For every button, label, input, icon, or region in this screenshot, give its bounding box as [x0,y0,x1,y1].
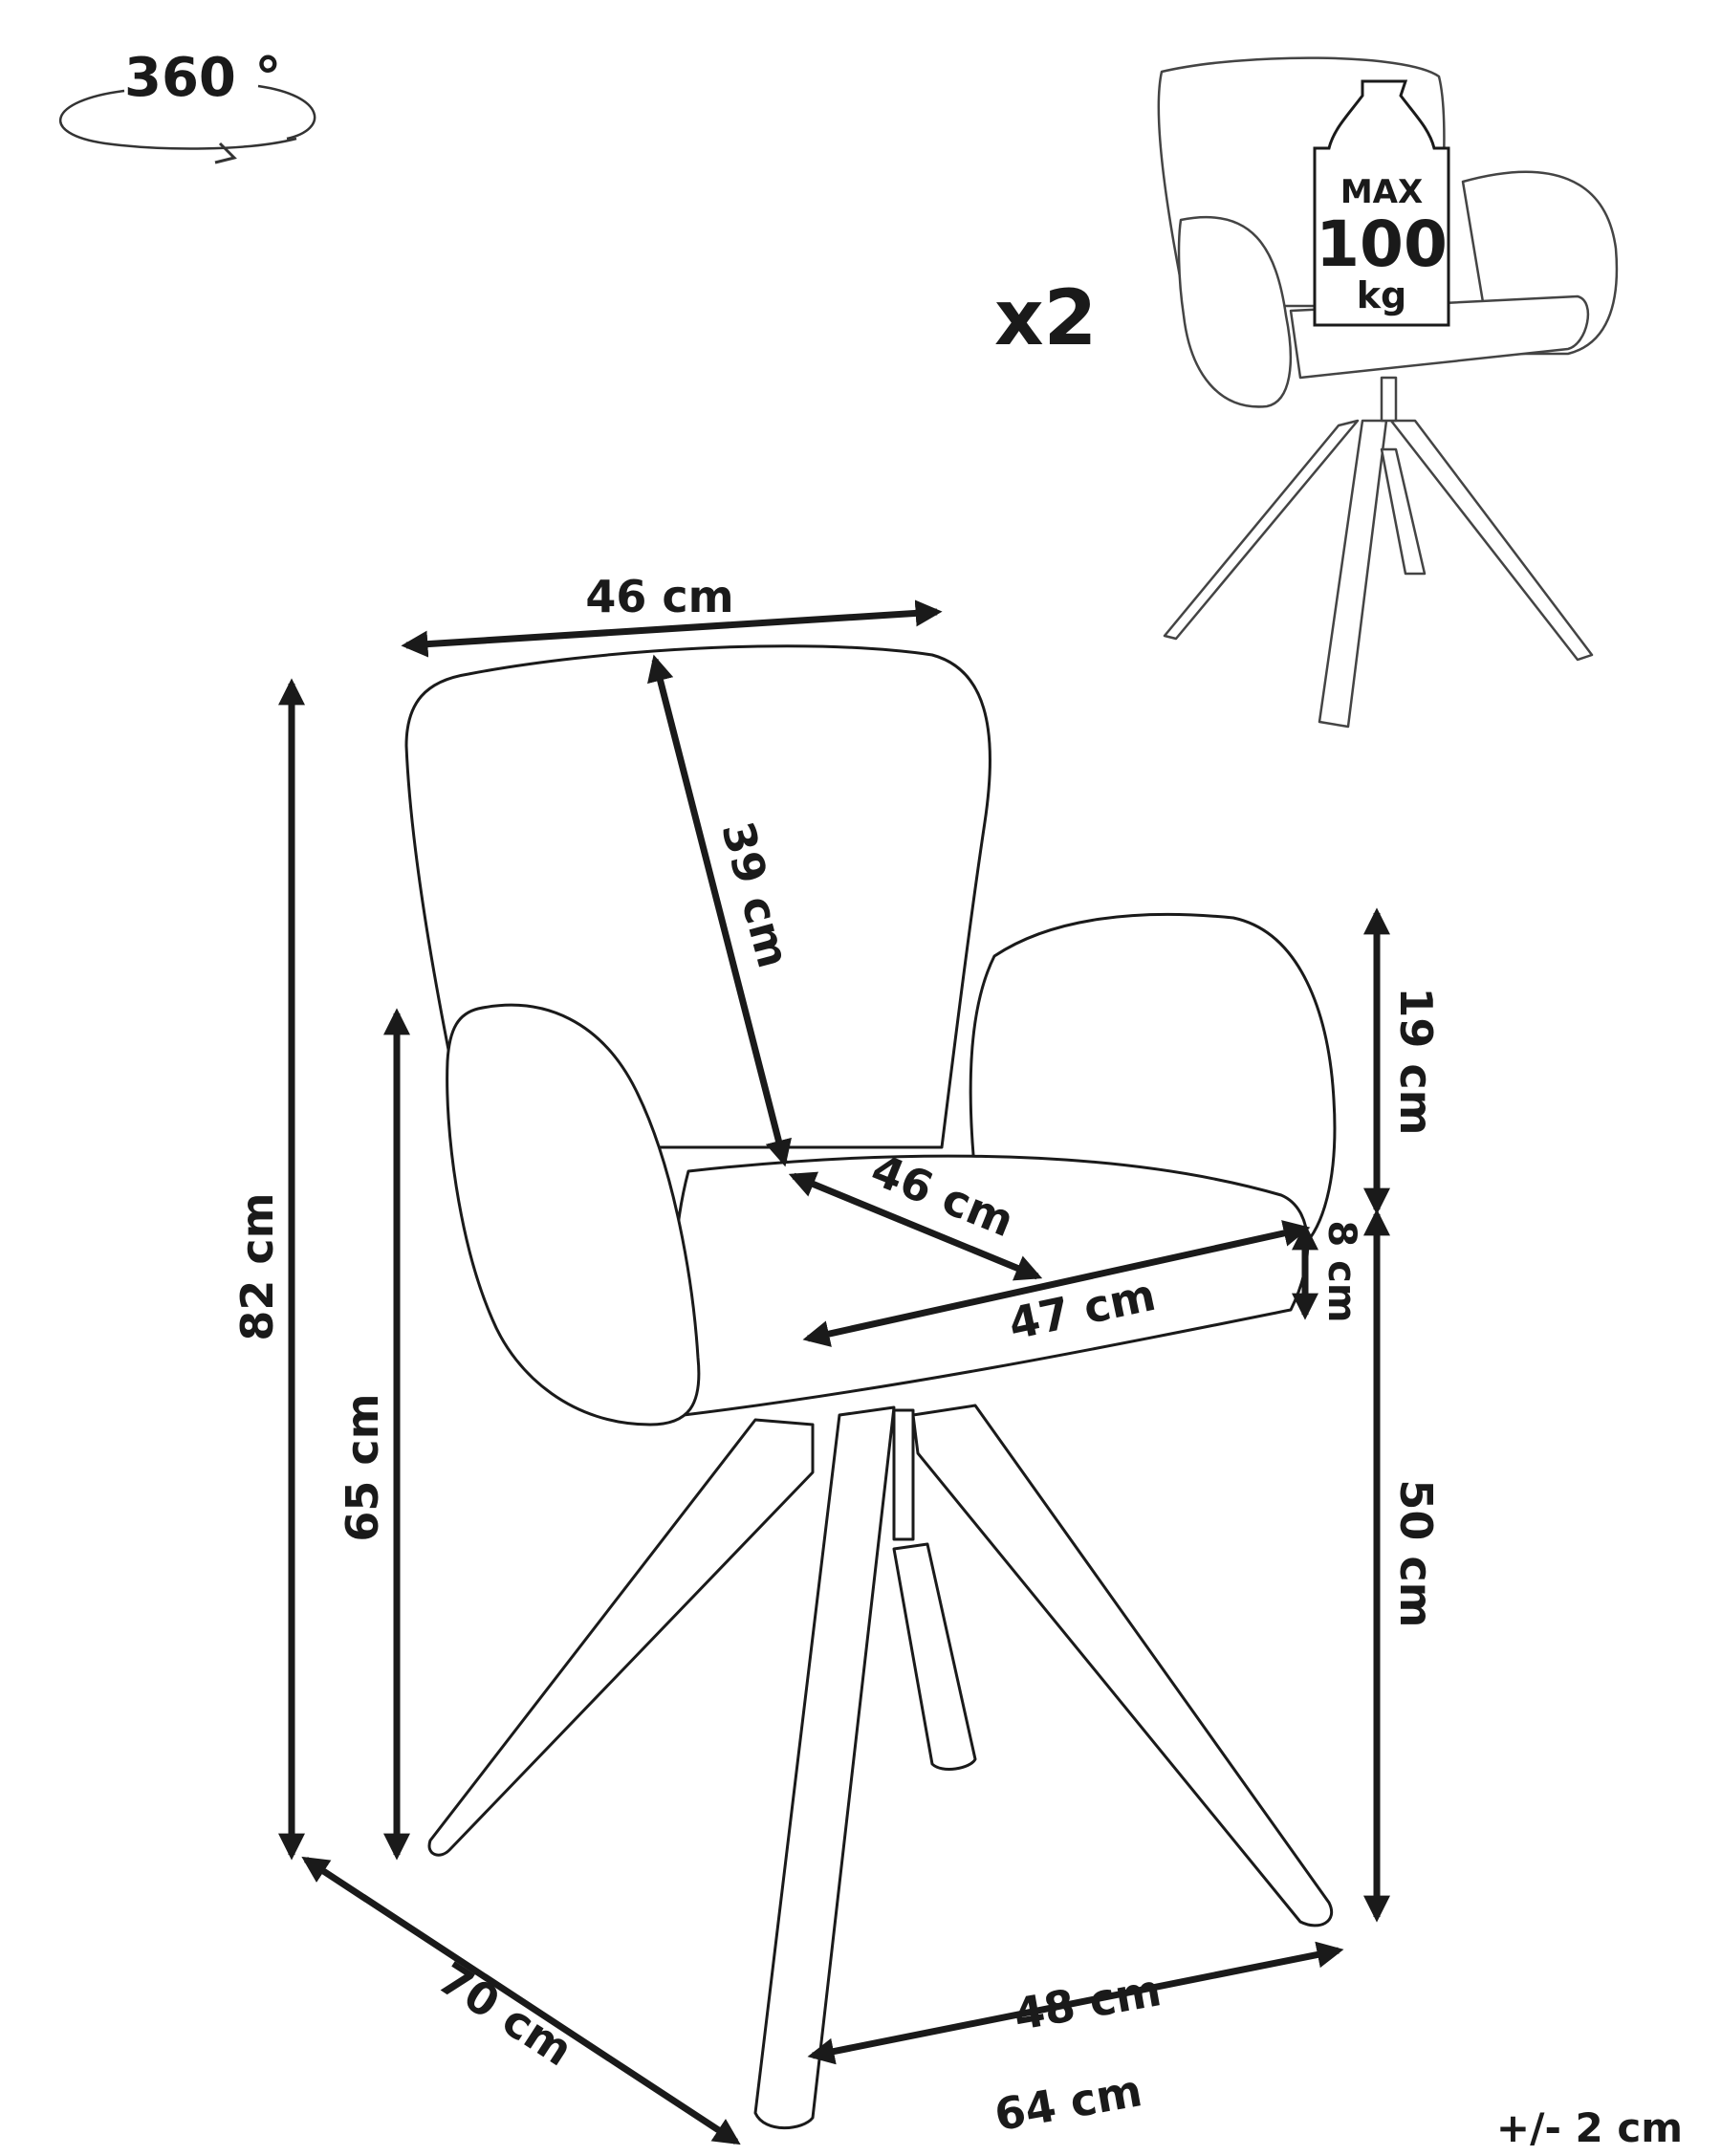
dim-seat-height: 50 cm [1390,1479,1442,1627]
weight-badge-max: MAX [1340,173,1423,211]
main-chair-illustration [404,644,1337,2130]
chair-front-leg [753,1405,896,2130]
dim-base-width-arrow [807,1941,1344,2065]
tolerance-note: +/- 2 cm [1496,2104,1683,2151]
dim-armrest-above-seat: 19 cm [1390,987,1442,1135]
dim-back-height-arrow [647,654,792,1167]
weight-badge: MAX 100 kg [1313,79,1450,327]
chair-left-leg [427,1418,815,1857]
quantity-label: x2 [994,273,1097,362]
weight-badge-unit: kg [1357,274,1406,316]
dim-seat-thickness: 8 cm [1319,1220,1363,1322]
dim-total-height: 82 cm [231,1192,283,1340]
chair-back-leg [892,1542,977,1771]
dim-total-width: 64 cm [991,2064,1145,2141]
dim-depth-arrow [301,1856,741,2145]
dim-armrest-height: 65 cm [337,1393,388,1541]
chair-left-armrest [446,1003,701,1426]
dim-back-width: 46 cm [585,571,733,622]
dimension-lines [278,599,1390,2145]
rotation-icon: 360 ° [59,47,316,164]
chair-right-leg [911,1404,1334,1927]
rotation-label: 360 ° [124,47,281,109]
dim-back-width-arrow [401,599,943,658]
dim-depth: 70 cm [429,1952,582,2077]
dim-seat-width-arrow [802,1220,1311,1347]
weight-badge-value: 100 [1316,207,1448,281]
chair-swivel [892,1408,915,1541]
dim-base-width: 48 cm [1010,1964,1165,2040]
